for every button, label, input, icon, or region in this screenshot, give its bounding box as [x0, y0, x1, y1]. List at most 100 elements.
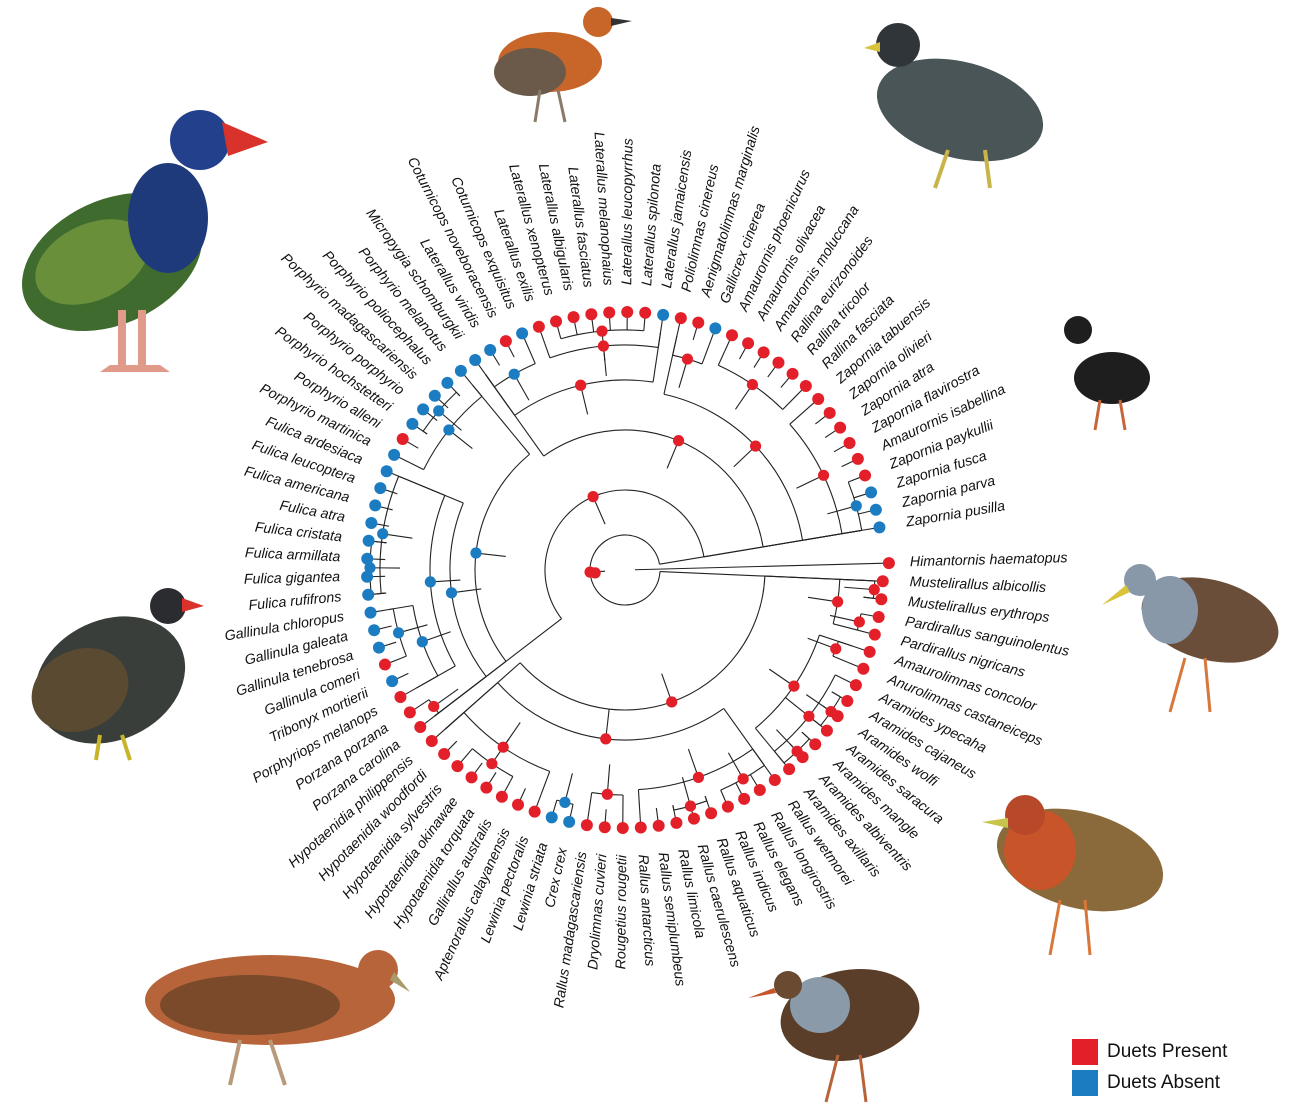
tip-marker [381, 465, 393, 477]
tip-marker [754, 784, 766, 796]
tip-marker [875, 593, 887, 605]
branch-arc [520, 576, 765, 710]
branch-radial [802, 732, 809, 739]
ancestral-state-node [825, 706, 836, 717]
tip-marker [455, 365, 467, 377]
ancestral-state-node [803, 711, 814, 722]
tip-marker [639, 307, 651, 319]
tip-marker [373, 642, 385, 654]
ancestral-state-node [596, 326, 607, 337]
tip-marker [363, 535, 375, 547]
tip-marker [365, 607, 377, 619]
tip-marker [581, 819, 593, 831]
ancestral-state-node [788, 681, 799, 692]
ancestral-state-node [598, 340, 609, 351]
tip-marker [397, 433, 409, 445]
ancestral-state-node [433, 405, 444, 416]
legend-label-absent: Duets Absent [1107, 1072, 1220, 1094]
branch-arc [664, 394, 803, 540]
branch-arc [590, 535, 660, 605]
tip-marker [787, 368, 799, 380]
branch-radial [399, 476, 404, 478]
branch-radial [790, 411, 805, 424]
branch-radial [832, 692, 841, 697]
tip-marker [857, 663, 869, 675]
ancestral-state-node [682, 353, 693, 364]
tip-marker [809, 738, 821, 750]
branch-radial [833, 656, 847, 662]
ancestral-state-node [600, 733, 611, 744]
branch-radial [813, 719, 821, 725]
tip-marker [516, 327, 528, 339]
tip-marker [362, 589, 374, 601]
legend-item-absent: Duets Absent [1072, 1067, 1272, 1098]
tip-marker [653, 820, 665, 832]
tip-marker [844, 437, 856, 449]
tip-marker [429, 390, 441, 402]
branch-radial [660, 572, 865, 581]
ancestral-state-node [738, 773, 749, 784]
tip-marker [688, 813, 700, 825]
tip-marker [772, 357, 784, 369]
taxon-label: Fulica rufifrons [248, 589, 342, 614]
ancestral-state-node [693, 772, 704, 783]
branch-radial [702, 345, 709, 364]
ancestral-state-node [559, 797, 570, 808]
tip-marker [394, 691, 406, 703]
legend-swatch-present [1072, 1039, 1098, 1065]
root-node [590, 567, 601, 578]
tip-marker [599, 821, 611, 833]
tip-marker [484, 344, 496, 356]
tip-marker [512, 799, 524, 811]
branch-radial [402, 656, 407, 658]
tip-marker [635, 822, 647, 834]
legend-label-present: Duets Present [1107, 1041, 1227, 1063]
branch-arc [498, 683, 724, 740]
tip-marker [850, 679, 862, 691]
branch-radial [724, 708, 765, 765]
ancestral-state-node [818, 470, 829, 481]
branch-radial [783, 399, 794, 410]
branch-radial [510, 777, 512, 781]
taxon-label: Laterallus leucopyrrhus [619, 138, 636, 285]
tip-marker [705, 807, 717, 819]
tip-marker [406, 418, 418, 430]
ancestral-state-node [446, 587, 457, 598]
tip-marker [438, 748, 450, 760]
tip-marker [414, 721, 426, 733]
tip-marker [603, 306, 615, 318]
branch-radial [388, 609, 393, 610]
taxon-label: Rallus antarcticus [635, 854, 658, 967]
branch-radial [755, 728, 777, 755]
rail-illustration-bottom [748, 959, 927, 1102]
ancestral-state-node [417, 636, 428, 647]
branch-radial [423, 431, 427, 434]
taxon-label: Dryolimnas cuvieri [585, 853, 610, 971]
tip-marker [466, 771, 478, 783]
tip-marker [738, 793, 750, 805]
tip-marker [783, 763, 795, 775]
wood-rail-illustration [982, 792, 1175, 955]
taxon-label: Fulica gigantea [244, 569, 341, 588]
taxon-label: Himantornis haematopus [910, 550, 1068, 570]
tip-marker [369, 499, 381, 511]
ancestral-state-node [791, 746, 802, 757]
tip-marker [529, 806, 541, 818]
tip-marker [480, 782, 492, 794]
branch-radial [718, 352, 724, 366]
branch-radial [541, 771, 550, 794]
tip-marker [379, 659, 391, 671]
tip-marker [873, 521, 885, 533]
tip-marker [417, 403, 429, 415]
tip-marker [824, 407, 836, 419]
tip-marker [834, 422, 846, 434]
branch-radial [403, 478, 463, 503]
tip-marker [404, 706, 416, 718]
ancestral-state-node [851, 500, 862, 511]
tip-marker [621, 306, 633, 318]
tip-marker [870, 504, 882, 516]
tip-marker [441, 377, 453, 389]
tip-marker [769, 774, 781, 786]
